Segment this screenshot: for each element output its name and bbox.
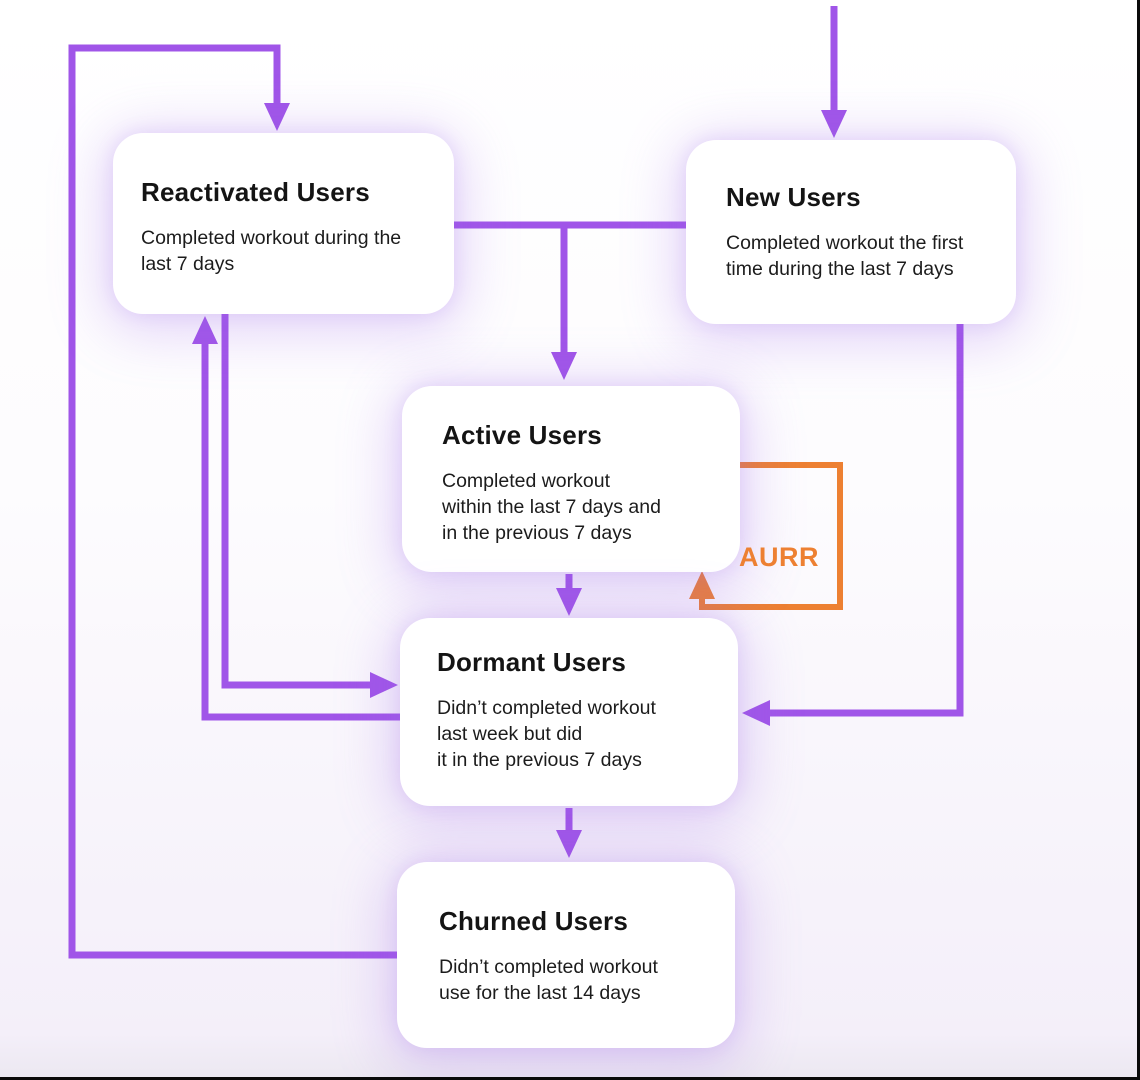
node-description: Completed workout within the last 7 days…: [442, 470, 661, 544]
node-description: Didn’t completed workout last week but d…: [437, 697, 656, 771]
node-title: Dormant Users: [437, 647, 626, 677]
arrowhead-down-icon: [551, 352, 577, 380]
arrow-new-users-to-dormant: [768, 324, 964, 717]
node-churned-users: Churned Users Didn’t completed workout u…: [397, 862, 735, 1048]
aurr-loop-label: AURR: [739, 542, 819, 572]
node-description: Didn’t completed workout use for the las…: [439, 956, 658, 1004]
arrowhead-left-icon: [742, 700, 770, 726]
arrow-reactivated-to-dormant: [221, 314, 372, 689]
arrow-dormant-to-reactivated: [201, 342, 400, 721]
arrowhead-right-icon: [370, 672, 398, 698]
arrowhead-down-icon: [264, 103, 290, 131]
node-title: New Users: [726, 182, 861, 212]
node-description: Completed workout the first time during …: [726, 232, 964, 280]
arrowhead-down-icon: [556, 830, 582, 858]
node-description: Completed workout during the last 7 days: [141, 227, 402, 275]
node-dormant-users: Dormant Users Didn’t completed workout l…: [400, 618, 738, 806]
node-new-users: New Users Completed workout the first ti…: [686, 140, 1016, 324]
arrowhead-up-icon: [689, 571, 715, 599]
node-reactivated-users: Reactivated Users Completed workout duri…: [113, 133, 454, 314]
arrowhead-down-icon: [556, 588, 582, 616]
node-title: Reactivated Users: [141, 177, 370, 207]
arrowhead-up-icon: [192, 316, 218, 344]
node-title: Active Users: [442, 420, 602, 450]
arrow-reactivated-new-to-active: [454, 221, 686, 352]
aurr-loop-line: [699, 462, 843, 610]
node-title: Churned Users: [439, 906, 628, 936]
arrow-churned-to-reactivated: [68, 44, 397, 959]
node-active-users: Active Users Completed workout within th…: [402, 386, 740, 572]
arrowhead-down-icon: [821, 110, 847, 138]
